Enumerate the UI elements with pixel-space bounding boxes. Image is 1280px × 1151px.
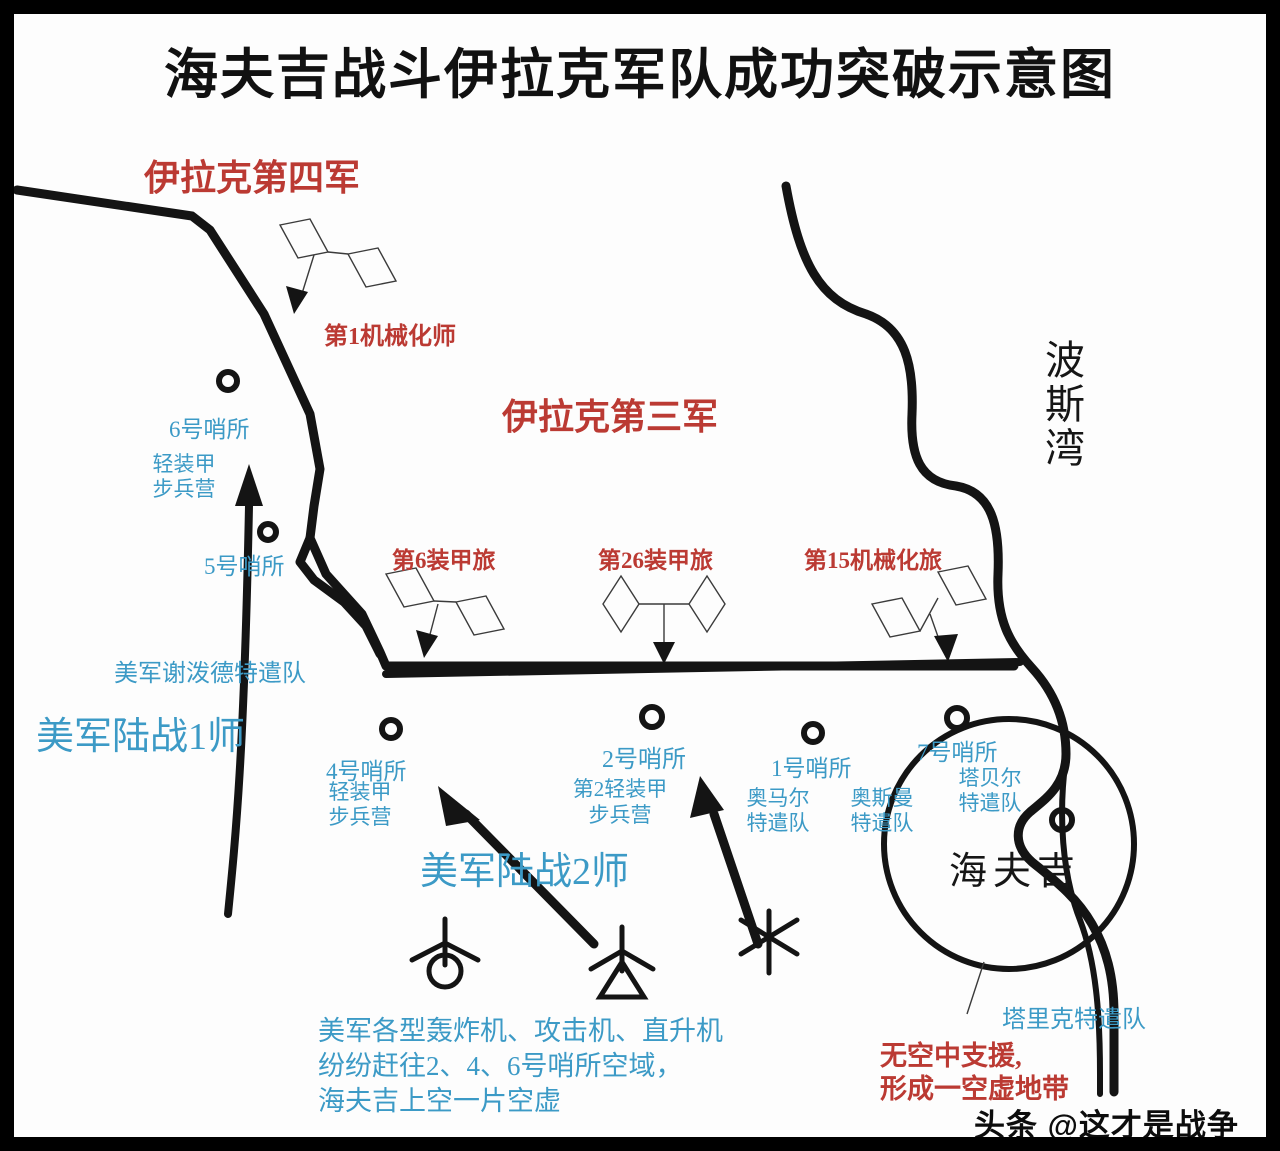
label-outpost-2-unit-line2: 步兵营 bbox=[588, 803, 652, 827]
label-outpost-6-unit-line1: 轻装甲 bbox=[152, 452, 216, 476]
annotation-no-air-support-line1: 无空中支援, bbox=[880, 1041, 1022, 1071]
aircraft-symbol-bomber bbox=[738, 908, 800, 976]
outpost-marker-1 bbox=[801, 721, 825, 745]
label-outpost-7: 7号哨所 bbox=[917, 740, 998, 765]
label-outpost-4: 4号哨所 bbox=[326, 759, 407, 784]
attack-arrow-north bbox=[224, 502, 253, 918]
label-outpost-1: 1号哨所 bbox=[771, 756, 852, 781]
label-outpost-2: 2号哨所 bbox=[602, 747, 686, 773]
label-task-force-osman-line1: 奥斯曼 bbox=[850, 786, 914, 810]
unit-symbol-1st-mechanized-division bbox=[278, 218, 398, 314]
annotation-air-support-line3: 海夫吉上空一片空虚 bbox=[318, 1086, 561, 1116]
label-outpost-4-unit-line2: 步兵营 bbox=[328, 805, 392, 829]
khafji-area-circle bbox=[881, 716, 1137, 972]
label-task-force-osman-line2: 特遣队 bbox=[850, 811, 914, 835]
label-iraqi-4th-corps: 伊拉克第四军 bbox=[144, 158, 361, 198]
label-shepherd-task-force: 美军谢泼德特遣队 bbox=[114, 661, 306, 687]
border-line-jog bbox=[295, 533, 385, 659]
annotation-air-support: 美军各型轰炸机、攻击机、直升机 纷纷赶往2、4、6号哨所空域， 海夫吉上空一片空… bbox=[318, 1014, 723, 1119]
label-marine-division-2: 美军陆战2师 bbox=[420, 851, 630, 893]
label-outpost-6: 6号哨所 bbox=[169, 417, 250, 442]
attack-arrow-north-head bbox=[235, 464, 263, 506]
label-outpost-6-unit: 轻装甲 步兵营 bbox=[134, 452, 234, 502]
label-6th-armored-brigade: 第6装甲旅 bbox=[392, 548, 496, 573]
attack-arrow-center bbox=[461, 809, 599, 949]
coastline bbox=[781, 181, 1119, 1097]
label-15th-mechanized-brigade: 第15机械化旅 bbox=[804, 548, 942, 573]
map-linework bbox=[14, 181, 1137, 1097]
unit-symbol-6th-armored-brigade bbox=[384, 567, 506, 658]
watermark: 头条 @这才是战争 bbox=[974, 1108, 1239, 1137]
outpost-marker-4 bbox=[379, 717, 403, 741]
attack-arrow-east bbox=[709, 809, 763, 949]
attack-arrow-center-head bbox=[438, 786, 480, 826]
label-outpost-6-unit-line2: 步兵营 bbox=[152, 477, 216, 501]
label-task-force-omar-line1: 奥马尔 bbox=[746, 786, 810, 810]
label-26th-armored-brigade: 第26装甲旅 bbox=[598, 548, 713, 573]
label-task-force-osman: 奥斯曼 特遣队 bbox=[834, 786, 930, 836]
outpost-marker-6 bbox=[216, 369, 240, 393]
unit-symbol-26th-armored-brigade bbox=[602, 574, 726, 664]
map-canvas: 海夫吉战斗伊拉克军队成功突破示意图 bbox=[14, 14, 1266, 1137]
aircraft-symbol-helicopter bbox=[409, 916, 481, 990]
annotation-no-air-support: 无空中支援, 形成一空虚地带 bbox=[880, 1040, 1069, 1106]
annotation-air-support-line1: 美军各型轰炸机、攻击机、直升机 bbox=[318, 1016, 723, 1046]
label-outpost-2-unit: 第2轻装甲 步兵营 bbox=[550, 776, 690, 828]
label-task-force-tabeer: 塔贝尔 特遣队 bbox=[939, 766, 1041, 816]
outpost-markers bbox=[216, 369, 1075, 833]
outpost-marker-5 bbox=[257, 521, 279, 543]
aircraft-symbol-attack bbox=[588, 924, 656, 1000]
label-task-force-tariq: 塔里克特遣队 bbox=[1002, 1007, 1146, 1033]
page-title: 海夫吉战斗伊拉克军队成功突破示意图 bbox=[164, 45, 1116, 105]
annotation-air-support-line2: 纷纷赶往2、4、6号哨所空域， bbox=[318, 1051, 683, 1081]
label-task-force-tabeer-line1: 塔贝尔 bbox=[958, 766, 1022, 790]
label-task-force-tabeer-line2: 特遣队 bbox=[958, 791, 1022, 815]
label-outpost-5: 5号哨所 bbox=[204, 554, 285, 579]
unit-symbol-15th-mechanized-brigade bbox=[870, 565, 988, 662]
label-iraqi-3rd-corps: 伊拉克第三军 bbox=[502, 397, 719, 437]
outpost-marker-7 bbox=[944, 705, 970, 731]
us-attack-arrows bbox=[224, 464, 763, 949]
label-marine-division-1: 美军陆战1师 bbox=[36, 716, 246, 758]
label-khafji: 海夫吉 bbox=[949, 851, 1082, 893]
attack-arrow-east-head bbox=[690, 776, 724, 818]
label-task-force-omar: 奥马尔 特遣队 bbox=[730, 786, 826, 836]
label-1st-mechanized-division: 第1机械化师 bbox=[324, 324, 456, 350]
leader-line-tariq bbox=[966, 961, 985, 1015]
label-persian-gulf: 波斯湾 bbox=[1039, 339, 1084, 471]
label-outpost-4-unit: 轻装甲 步兵营 bbox=[310, 780, 410, 830]
outpost-marker-2 bbox=[639, 704, 665, 730]
label-outpost-4-unit-line1: 轻装甲 bbox=[328, 780, 392, 804]
front-line-south bbox=[382, 658, 1024, 678]
khafji-town-marker bbox=[1049, 807, 1075, 833]
annotation-no-air-support-line2: 形成一空虚地带 bbox=[880, 1074, 1069, 1104]
label-task-force-omar-line2: 特遣队 bbox=[746, 811, 810, 835]
label-outpost-2-unit-line1: 第2轻装甲 bbox=[572, 777, 668, 801]
